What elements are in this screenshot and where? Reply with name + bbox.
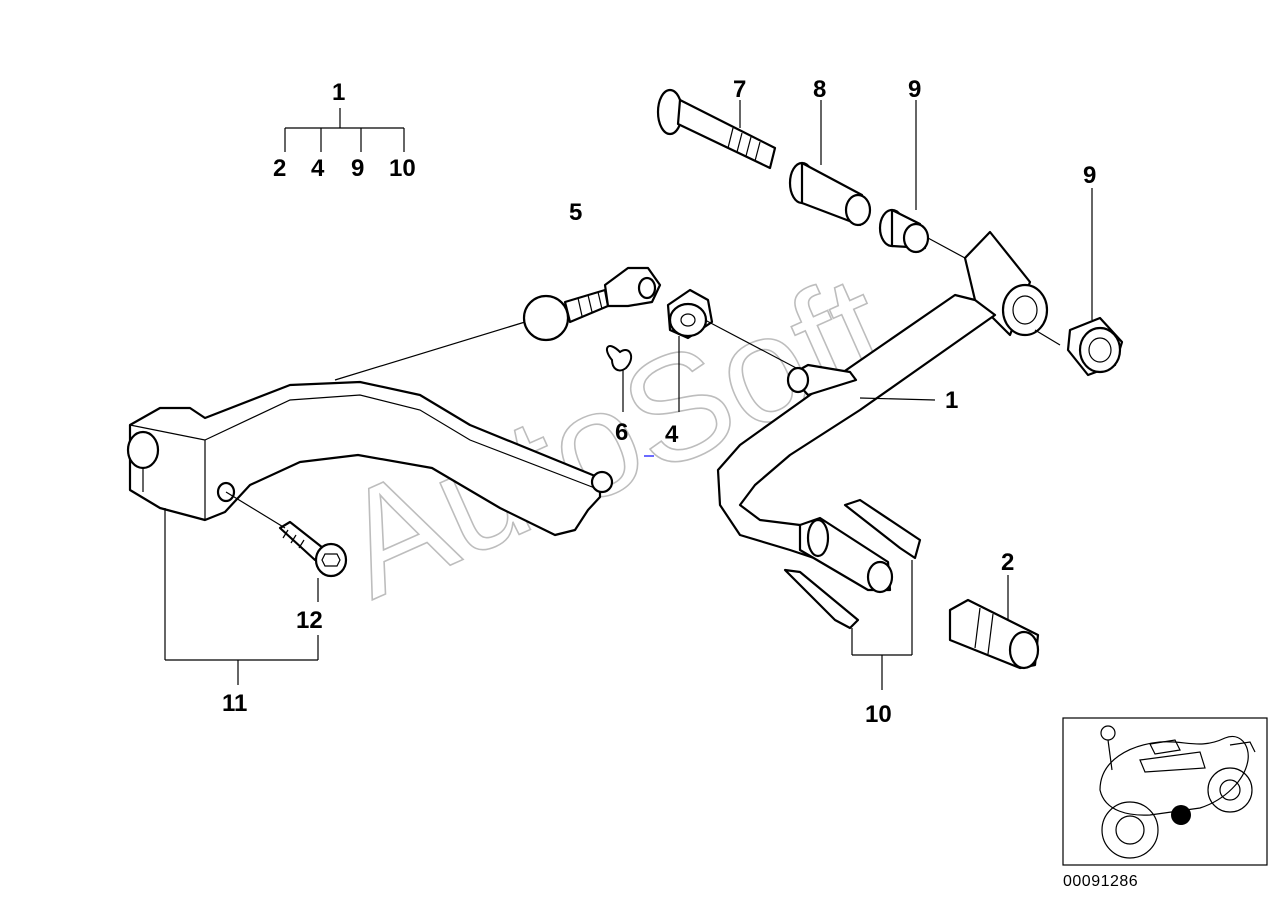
callout-10-bottom: 10 [865,701,892,728]
callout-4: 4 [665,421,679,448]
screw-12 [225,491,348,578]
callout-12: 12 [296,607,323,634]
callout-1-top: 1 [332,79,345,106]
callout-9-top: 9 [351,155,364,182]
shift-shaft-1 [716,230,1061,594]
thumbnail-box [1062,717,1268,866]
location-dot-icon [1171,805,1191,825]
callout-1-right: 1 [945,387,958,414]
bush-9-middle [878,100,966,259]
gear-lever-part [126,380,614,537]
foot-rubber-2 [948,575,1040,670]
motorcycle-icon [1099,725,1256,859]
callout-4-top: 4 [311,155,325,182]
callout-9-b: 9 [1083,162,1096,189]
bracket-11 [164,508,319,685]
callout-5: 5 [569,199,582,226]
callout-9-a: 9 [908,76,921,103]
ball-joint-5 [334,266,662,381]
callout-2-right: 2 [1001,549,1014,576]
clip-6 [605,345,633,412]
callout-2-top: 2 [273,155,286,182]
diagram-id: 00091286 [1063,873,1138,890]
kit-tree-1 [284,108,405,152]
callout-7: 7 [733,76,746,103]
callout-11: 11 [222,690,247,717]
bushing-4 [666,288,801,412]
callout-10-top: 10 [389,155,416,182]
callout-8: 8 [813,76,826,103]
callout-6: 6 [615,419,628,446]
bush-9-right [1066,188,1124,377]
bolt-7 [656,88,777,170]
sleeves-10 [783,498,922,690]
sleeve-8 [788,100,872,227]
